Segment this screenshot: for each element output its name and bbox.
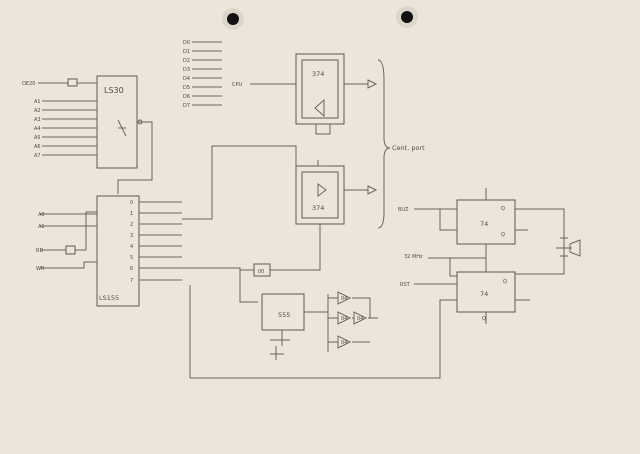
ls155-chip	[96, 195, 140, 307]
buzzer-return-wire	[515, 256, 565, 275]
ff74-top-wires	[414, 208, 565, 238]
ls30-output-bubble	[137, 119, 143, 125]
ff74-top-q: Q	[501, 206, 505, 212]
ic374-mid-label: 374	[312, 204, 324, 212]
bus-d1: D1	[183, 49, 190, 55]
ls30-label: LS30	[104, 86, 124, 95]
ff74-bottom-qn: Q	[482, 316, 486, 322]
select-wire-timer	[182, 267, 258, 303]
ls30-input-wires	[42, 100, 97, 156]
ls155-output-wires	[139, 201, 182, 281]
ff74-top-input-label: BUZ	[398, 207, 409, 213]
ls155-out-5: 5	[130, 255, 133, 261]
ls30-output-wire	[117, 121, 153, 194]
timer-555-wires	[270, 311, 328, 360]
inverter-label-1: 04	[341, 296, 347, 302]
nand-label: 00	[258, 269, 264, 275]
bus-d7: D7	[183, 103, 190, 109]
inverter-label-4: 04	[357, 316, 363, 322]
ls30-input-a1: A1	[34, 99, 41, 105]
select-wire-flipflop	[189, 285, 457, 379]
ls30-top-buffer	[67, 78, 78, 87]
bus-d2: D2	[183, 58, 190, 64]
ic374-mid-output-arrow	[367, 185, 378, 195]
inverter-label-3: 04	[341, 340, 347, 346]
ic374-mid-buffer-symbol	[317, 183, 327, 197]
ic374-top-buffer-symbol	[314, 98, 325, 118]
ic374-top-input-label: CPU	[232, 82, 243, 88]
centronics-brace	[377, 59, 391, 229]
punch-hole-left-inner	[227, 13, 239, 25]
ic374-mid-inner	[301, 171, 339, 219]
select-wire-latches	[182, 145, 297, 220]
ls30-input-a3: A3	[34, 117, 41, 123]
ff74-bottom-q: Q	[503, 279, 507, 285]
ls30-input-a4: A4	[34, 126, 41, 132]
ls155-control-wires	[40, 211, 97, 269]
ls30-input-a5: A5	[34, 135, 41, 141]
ic374-top-label: 374	[312, 70, 324, 78]
ic374-top-clock-wire	[315, 124, 331, 135]
ic374-mid-pin-wires	[317, 160, 330, 234]
ls155-rd-buffer	[65, 245, 76, 255]
ls155-out-0: 0	[130, 200, 133, 206]
ls155-address-wires	[40, 213, 97, 227]
ls30-nand-symbol	[117, 119, 127, 137]
centronics-note: Cent. port	[392, 144, 425, 152]
ff74-top-label: 74	[480, 220, 488, 228]
punch-hole-right-inner	[401, 11, 413, 23]
ff74-bottom-wires	[414, 257, 530, 324]
ic374-top-inner	[301, 59, 339, 119]
inverter-chain	[327, 291, 378, 352]
ls155-out-3: 3	[130, 233, 133, 239]
nand-wires	[240, 234, 321, 271]
ls155-out-2: 2	[130, 222, 133, 228]
ff74-bottom-label: 74	[480, 290, 488, 298]
ls30-top-input-label: OE20	[22, 81, 35, 87]
bus-d3: D3	[183, 67, 190, 73]
ls30-input-a2: A2	[34, 108, 41, 114]
ls155-out-6: 6	[130, 266, 133, 272]
ff74-bottom-reset-label: RST	[400, 282, 411, 288]
ic374-top-chip	[295, 53, 345, 125]
ls155-out-1: 1	[130, 211, 133, 217]
ls155-pin-rd: RD	[36, 248, 43, 254]
buzzer-symbol	[556, 237, 581, 257]
ls155-out-7: 7	[130, 278, 133, 284]
ls30-input-a7: A7	[34, 153, 41, 159]
ls155-pin-a1: A1	[38, 224, 45, 230]
bus-d4: D4	[183, 76, 190, 82]
bus-d5: D5	[183, 85, 190, 91]
ic374-top-output-arrow	[367, 79, 378, 89]
ls155-pin-wr: WR	[36, 266, 45, 272]
ls155-pin-a0: A0	[38, 212, 45, 218]
inverter-label-2: 04	[341, 316, 347, 322]
timer-555-label: 555	[278, 311, 290, 319]
ls30-input-a6: A6	[34, 144, 41, 150]
bus-d0: D0	[183, 40, 190, 46]
data-bus-lines	[192, 41, 222, 106]
bus-d6: D6	[183, 94, 190, 100]
ff74-top-qn: Q	[501, 232, 505, 238]
ff74-bottom-clock-label: 32 MHz	[404, 254, 423, 260]
ls155-label: LS155	[99, 294, 119, 302]
ls155-out-4: 4	[130, 244, 133, 250]
